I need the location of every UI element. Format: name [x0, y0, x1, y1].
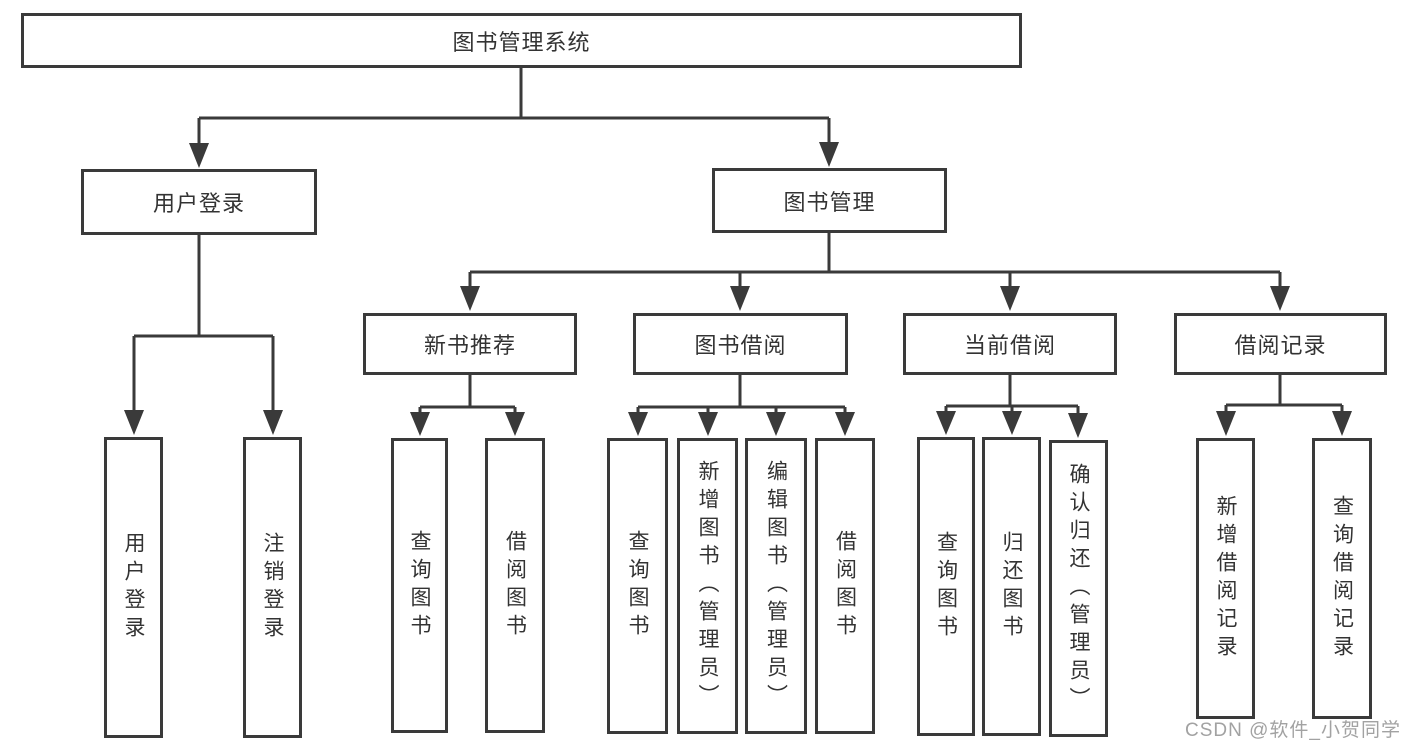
node-book-borrowing: 图书借阅	[633, 313, 848, 375]
leaf-records-add-record: 新增借阅记录	[1196, 438, 1255, 719]
node-new-book-recommend: 新书推荐	[363, 313, 577, 375]
leaf-borrowing-query-books: 查询图书	[607, 438, 668, 734]
leaf-borrowing-add-books-admin: 新增图书（管理员）	[677, 438, 738, 734]
leaf-newbook-borrow-books: 借阅图书	[485, 438, 545, 733]
node-library-system: 图书管理系统	[21, 13, 1022, 68]
leaf-newbook-query-books: 查询图书	[391, 438, 448, 733]
leaf-borrowing-edit-books-admin: 编辑图书（管理员）	[745, 438, 807, 734]
leaf-current-query-books: 查询图书	[917, 437, 975, 736]
node-book-management: 图书管理	[712, 168, 947, 233]
node-user-login: 用户登录	[81, 169, 317, 235]
node-current-borrowing: 当前借阅	[903, 313, 1117, 375]
leaf-records-query-record: 查询借阅记录	[1312, 438, 1372, 719]
leaf-user-login: 用户登录	[104, 437, 163, 738]
leaf-borrowing-borrow-books: 借阅图书	[815, 438, 875, 734]
watermark: CSDN @软件_小贺同学	[1185, 720, 1401, 741]
leaf-logout: 注销登录	[243, 437, 302, 738]
leaf-current-return-books: 归还图书	[982, 437, 1041, 736]
leaf-current-confirm-return-admin: 确认归还（管理员）	[1049, 440, 1108, 737]
node-borrow-records: 借阅记录	[1174, 313, 1387, 375]
